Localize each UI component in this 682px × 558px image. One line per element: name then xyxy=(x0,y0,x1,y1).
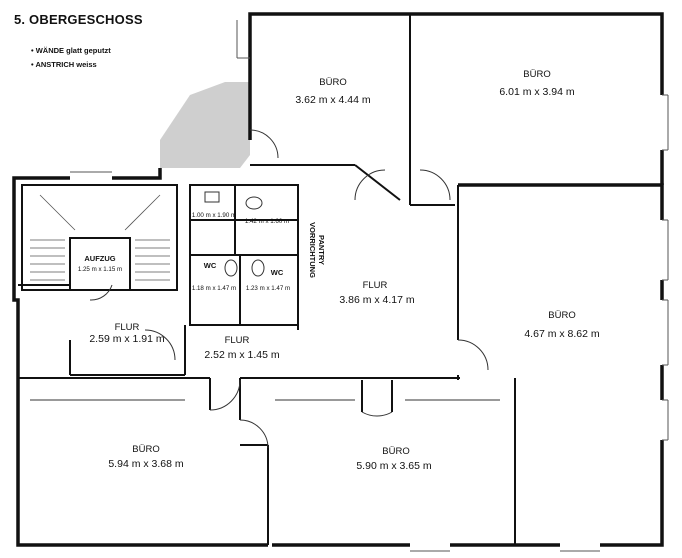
wc-label: WC xyxy=(271,268,284,277)
note-walls: WÄNDE glatt geputzt xyxy=(31,46,111,55)
room-name: FLUR xyxy=(363,280,388,291)
room-dim: 2.52 m x 1.45 m xyxy=(204,349,280,361)
wc-dim: 1.18 m x 1.47 m xyxy=(192,285,236,292)
pantry-label: PANTRY xyxy=(317,235,326,265)
gray-shaft-area xyxy=(160,82,250,168)
elevator-dim: 1.25 m x 1.15 m xyxy=(78,266,122,273)
room-name: BÜRO xyxy=(382,446,409,457)
room-name: BÜRO xyxy=(319,77,346,88)
room-dim: 5.90 m x 3.65 m xyxy=(356,460,432,472)
room-labels: BÜRO 3.62 m x 4.44 m BÜRO 6.01 m x 3.94 … xyxy=(89,69,600,472)
room-dim: 6.01 m x 3.94 m xyxy=(499,86,575,98)
note-paint: ANSTRICH weiss xyxy=(31,60,96,69)
room-dim: 3.62 m x 4.44 m xyxy=(295,94,371,106)
room-dim: 4.67 m x 8.62 m xyxy=(524,328,600,340)
small-labels: AUFZUG 1.25 m x 1.15 m WC WC 1.18 m x 1.… xyxy=(78,212,326,292)
doors xyxy=(89,129,489,449)
wc-dim: 1.23 m x 1.47 m xyxy=(246,285,290,292)
small-dim: 1.00 m x 1.90 m xyxy=(192,212,236,219)
wc-label: WC xyxy=(204,261,217,270)
elevator-label: AUFZUG xyxy=(84,254,115,263)
room-name: BÜRO xyxy=(548,310,575,321)
outer-walls xyxy=(12,12,664,547)
room-dim: 5.94 m x 3.68 m xyxy=(108,458,184,470)
room-dim: 3.86 m x 4.17 m xyxy=(339,294,415,306)
room-name: FLUR xyxy=(115,322,140,333)
stairs xyxy=(30,194,170,281)
room-dim: 2.59 m x 1.91 m xyxy=(89,333,165,345)
plan-title: 5. OBERGESCHOSS xyxy=(14,12,143,27)
pantry-label: VORRICHTUNG xyxy=(308,222,317,278)
room-name: BÜRO xyxy=(132,444,159,455)
inner-walls xyxy=(18,14,516,545)
room-name: BÜRO xyxy=(523,69,550,80)
sanitary-fixtures xyxy=(204,191,265,277)
small-dim: 1.42 m x 1.60 m xyxy=(245,218,289,225)
room-name: FLUR xyxy=(225,335,250,346)
windows xyxy=(70,20,669,552)
